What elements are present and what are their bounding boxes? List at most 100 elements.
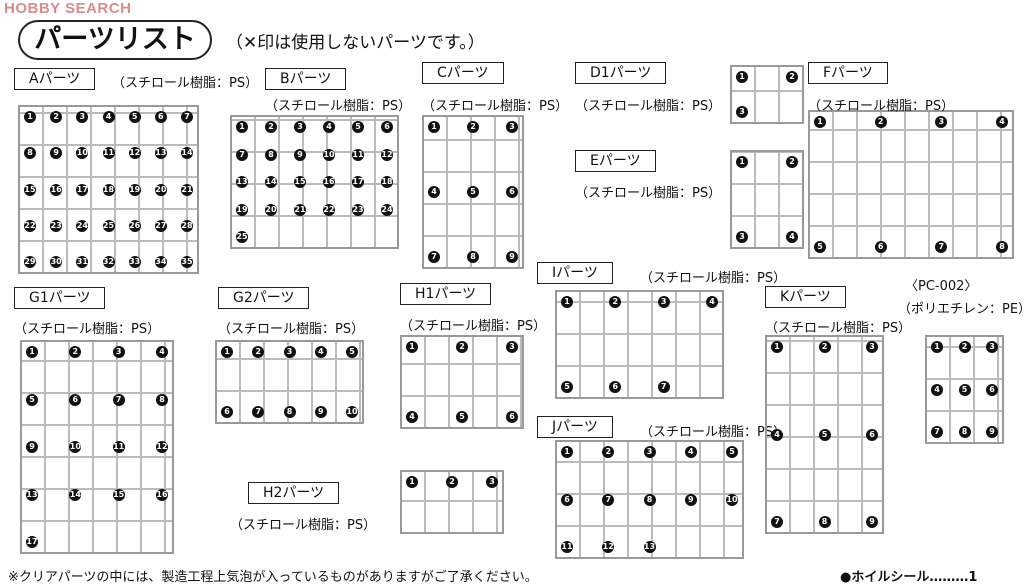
part-number: 5 (958, 383, 971, 396)
part-number: 23 (352, 203, 364, 216)
section-material: （スチロール樹脂：PS） (765, 321, 912, 336)
part-number: 20 (154, 183, 167, 196)
part-number: 25 (102, 219, 115, 232)
part-number: 1 (24, 111, 36, 123)
part-number: 4 (156, 346, 168, 358)
part-number: 2 (467, 121, 479, 133)
part-number: 4 (406, 411, 418, 423)
section-label: G2パーツ (218, 287, 310, 309)
part-number: 6 (609, 381, 622, 393)
part-number: 2 (818, 341, 831, 353)
part-number: 4 (428, 186, 440, 198)
part-number: 7 (771, 516, 783, 528)
part-number: 17 (352, 176, 364, 188)
part-number: 2 (786, 71, 798, 83)
part-number: 1 (428, 121, 440, 133)
part-number: 13 (643, 541, 656, 553)
part-number: 2 (265, 121, 277, 133)
part-number: 11 (352, 148, 364, 161)
part-number: 3 (76, 111, 89, 123)
part-number: 10 (346, 406, 358, 418)
part-number: 10 (726, 493, 738, 506)
part-number: 11 (561, 541, 573, 553)
part-number: 27 (154, 219, 167, 232)
part-number: 5 (814, 241, 826, 253)
section-material: （スチロール樹脂：PS） (808, 99, 955, 114)
part-number: 1 (221, 346, 233, 358)
part-number: 21 (294, 203, 306, 216)
section-material: （スチロール樹脂：PS） (575, 186, 722, 201)
part-number: 8 (958, 426, 971, 438)
section-label: Fパーツ (808, 62, 888, 84)
part-number: 9 (314, 406, 327, 418)
watermark: HOBBY SEARCH (4, 0, 132, 17)
part-number: 6 (221, 406, 233, 418)
part-number: 9 (26, 441, 38, 453)
part-number: 15 (24, 183, 36, 196)
part-number: 10 (76, 147, 89, 160)
part-number: 8 (156, 393, 168, 406)
part-number: 2 (874, 116, 887, 128)
part-number: 6 (874, 241, 887, 253)
section-label: Cパーツ (422, 62, 504, 84)
part-number: 13 (236, 176, 248, 188)
part-number: 7 (935, 241, 948, 253)
part-number: 4 (771, 428, 783, 441)
section-label: Iパーツ (537, 262, 613, 284)
part-number: 23 (50, 219, 63, 232)
part-number: 6 (561, 493, 573, 506)
part-number: 3 (112, 346, 125, 358)
part-number: 3 (643, 446, 656, 458)
part-number: 22 (24, 219, 36, 232)
section-label: Kパーツ (765, 286, 846, 308)
section-material: （スチロール樹脂：PS） (575, 99, 722, 114)
part-number: 18 (381, 176, 393, 188)
section-label: 〈PC-002〉 (905, 279, 978, 294)
part-number: 6 (506, 186, 518, 198)
part-number: 12 (602, 541, 615, 553)
part-number: 15 (112, 488, 125, 501)
part-number: 2 (602, 446, 615, 458)
part-number: 17 (26, 536, 38, 548)
part-number: 5 (561, 381, 573, 393)
part-number: 5 (467, 186, 479, 198)
section-material: （スチロール樹脂：PS） (422, 99, 569, 114)
part-number: 15 (294, 176, 306, 188)
part-number: 2 (69, 346, 82, 358)
part-number: 17 (76, 183, 89, 196)
part-number: 7 (112, 393, 125, 406)
section-material: （スチロール樹脂：PS） (218, 322, 365, 337)
part-number: 8 (283, 406, 296, 418)
part-number: 6 (69, 393, 82, 406)
part-number: 8 (24, 147, 36, 160)
part-number: 6 (381, 121, 393, 133)
part-number: 16 (323, 176, 335, 188)
part-number: 1 (814, 116, 826, 128)
part-number: 1 (736, 156, 748, 168)
part-number: 7 (428, 251, 440, 263)
section-label: Eパーツ (575, 150, 656, 172)
part-number: 22 (323, 203, 335, 216)
part-number: 5 (352, 121, 364, 133)
part-number: 7 (602, 493, 615, 506)
part-number: 35 (181, 256, 193, 268)
part-number: 6 (986, 383, 998, 396)
part-number: 28 (181, 219, 193, 232)
part-number: 2 (786, 156, 798, 168)
part-number: 5 (346, 346, 358, 358)
part-number: 3 (294, 121, 306, 133)
part-number: 4 (996, 116, 1008, 128)
part-number: 7 (252, 406, 265, 418)
part-number: 13 (26, 488, 38, 501)
part-number: 1 (406, 341, 418, 353)
